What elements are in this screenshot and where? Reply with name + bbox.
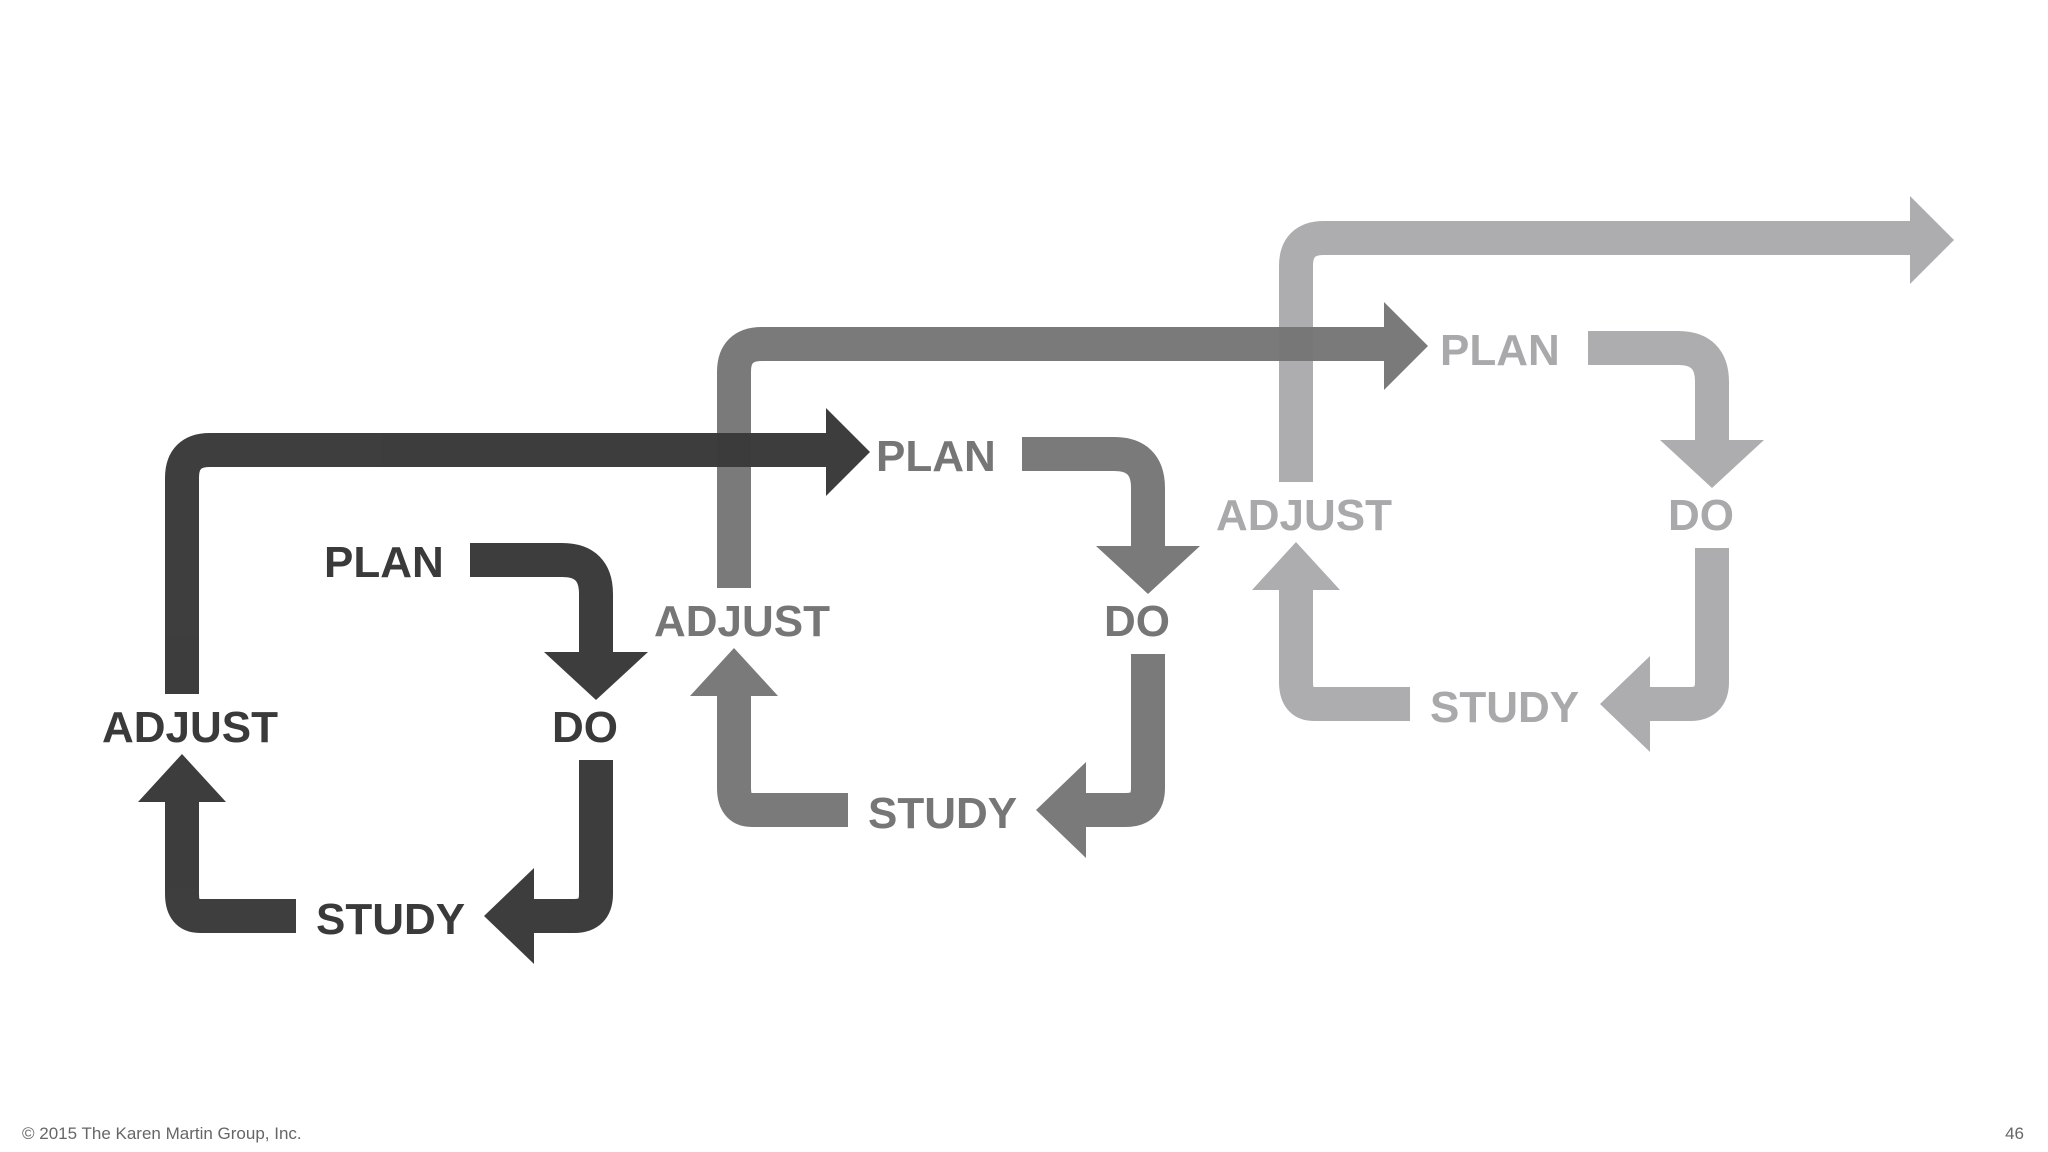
cycle-1-study-adjust-arrowhead bbox=[138, 754, 226, 802]
cycle-2-study-label: STUDY bbox=[868, 789, 1017, 838]
cycle-1-study-label: STUDY bbox=[316, 895, 465, 944]
cycle-1-continue-arrowhead bbox=[826, 408, 870, 496]
cycle-3-study-adjust-arrowhead bbox=[1252, 542, 1340, 590]
cycle-2-do-label: DO bbox=[1104, 597, 1170, 646]
cycle-2-study-adjust-arrow bbox=[717, 694, 848, 827]
cycle-1-continue-arrow bbox=[165, 433, 830, 694]
cycle-3-plan-do-arrow bbox=[1588, 331, 1729, 450]
cycle-1-plan-label: PLAN bbox=[324, 538, 444, 587]
cycle-3-plan-do-arrowhead bbox=[1660, 440, 1764, 488]
cycle-3-study-adjust-arrow bbox=[1279, 588, 1410, 721]
cycle-2-do-study-arrow bbox=[1086, 654, 1165, 827]
cycle-3-adjust-label: ADJUST bbox=[1216, 491, 1392, 540]
cycle-1-plan-do-arrow bbox=[470, 543, 613, 662]
cycle-2-plan-do-arrow bbox=[1022, 437, 1165, 556]
copyright-notice: © 2015 The Karen Martin Group, Inc. bbox=[22, 1124, 302, 1143]
cycle-3-study-label: STUDY bbox=[1430, 683, 1579, 732]
cycle-2-adjust-label: ADJUST bbox=[654, 597, 830, 646]
cycle-3-continue-arrowhead bbox=[1910, 196, 1954, 284]
cycle-2-continue-arrowhead bbox=[1384, 302, 1428, 390]
cycle-2-plan-do-arrowhead bbox=[1096, 546, 1200, 594]
cycle-1-do-study-arrowhead bbox=[484, 868, 534, 964]
cycle-2-study-adjust-arrowhead bbox=[690, 648, 778, 696]
cycle-1-adjust-label: ADJUST bbox=[102, 703, 278, 752]
cycle-3-continue-arrow bbox=[1279, 221, 1910, 482]
cycle-1-do-study-arrow bbox=[534, 760, 613, 933]
cycle-3-do-study-arrow bbox=[1650, 548, 1729, 721]
cycle-3-do-label: DO bbox=[1668, 491, 1734, 540]
cycle-1-do-label: DO bbox=[552, 703, 618, 752]
cycle-3 bbox=[1252, 196, 1954, 752]
cycle-1-study-adjust-arrow bbox=[165, 800, 296, 933]
cycle-1 bbox=[138, 408, 870, 964]
cycle-2-continue-arrow bbox=[717, 327, 1390, 588]
cycle-3-plan-label: PLAN bbox=[1440, 326, 1560, 375]
cycle-2 bbox=[690, 302, 1428, 858]
cycle-2-do-study-arrowhead bbox=[1036, 762, 1086, 858]
cycle-2-plan-label: PLAN bbox=[876, 432, 996, 481]
page-number: 46 bbox=[2005, 1124, 2024, 1143]
cycle-1-plan-do-arrowhead bbox=[544, 652, 648, 700]
cycle-3-do-study-arrowhead bbox=[1600, 656, 1650, 752]
